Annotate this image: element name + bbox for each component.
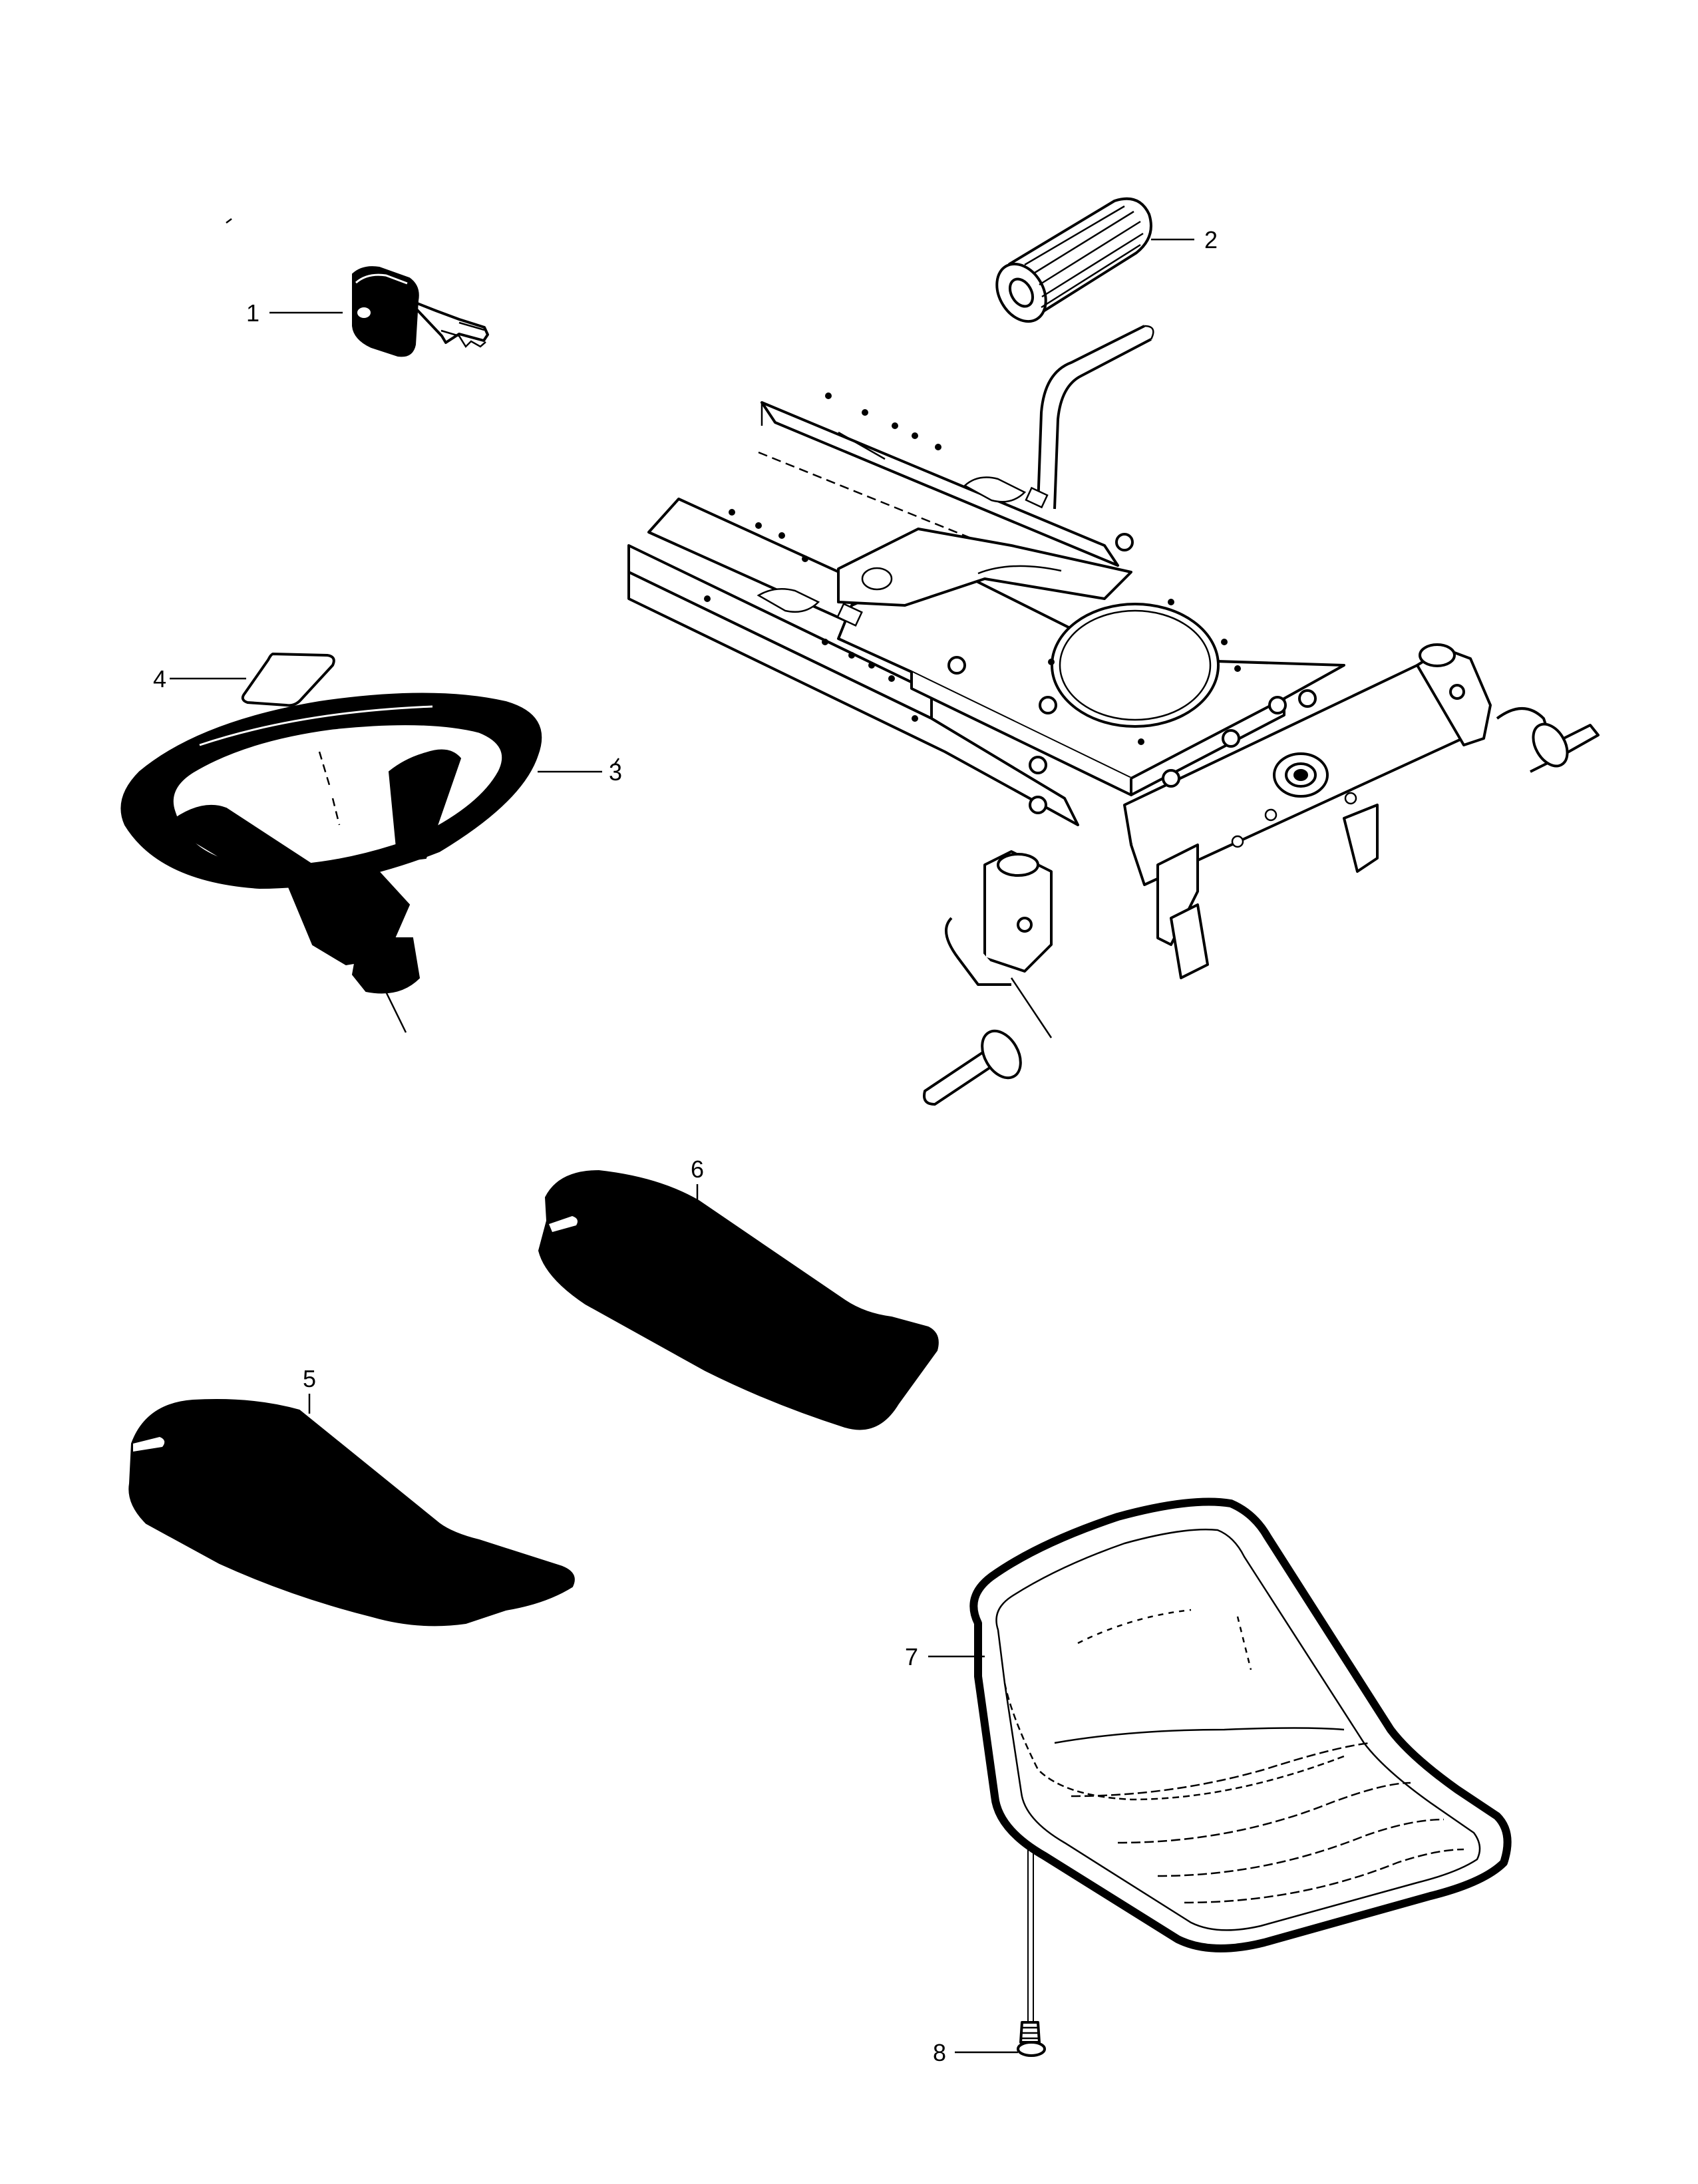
- part-3-steering-wheel: [120, 693, 542, 1033]
- part-6-footrest-mat: [538, 1170, 939, 1430]
- callout-6: 6: [691, 1156, 704, 1183]
- callout-3: 3: [609, 758, 622, 786]
- part-2-lever-grip: [995, 197, 1152, 323]
- part-1-ignition-key: [352, 266, 489, 357]
- callout-7: 7: [905, 1643, 918, 1670]
- callout-5: 5: [303, 1365, 316, 1392]
- stray-mark: [226, 218, 232, 224]
- part-5-footrest-mat: [128, 1399, 575, 1627]
- stray-tick: [613, 758, 620, 766]
- callout-1: 1: [246, 299, 259, 327]
- chassis-frame: [627, 325, 1600, 1106]
- part-4-decal: [241, 653, 335, 707]
- callout-8: 8: [933, 2039, 946, 2066]
- part-8-screw: [1017, 2021, 1046, 2057]
- callout-4: 4: [153, 665, 166, 693]
- callout-2: 2: [1204, 226, 1218, 253]
- part-7-seat: [969, 1497, 1512, 2022]
